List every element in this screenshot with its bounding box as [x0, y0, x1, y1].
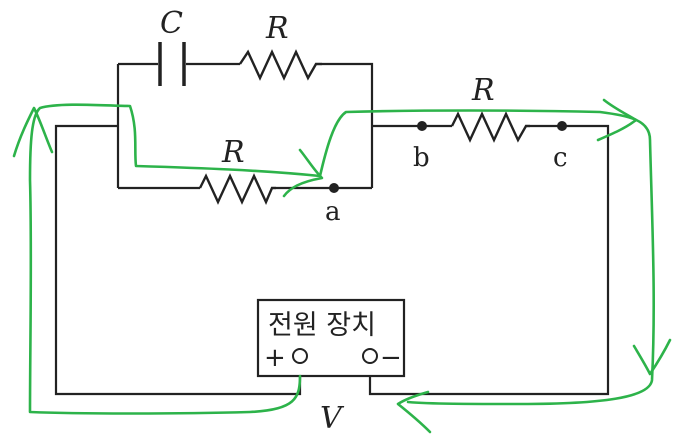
power-supply-plus: + [264, 343, 286, 373]
node-a-label: a [325, 197, 341, 227]
node-c-label: c [553, 143, 568, 173]
power-supply-title: 전원 장치 [268, 310, 376, 341]
arrowhead-middle [282, 148, 324, 198]
arrowhead-right-down [632, 338, 672, 376]
resistor-bottom-label: R [221, 135, 245, 170]
resistor-bottom [198, 173, 276, 205]
node-a-dot [329, 183, 339, 193]
node-b-dot [417, 121, 427, 131]
handdrawn-current-path [12, 98, 672, 434]
positive-terminal [292, 348, 308, 364]
current-path-stroke [28, 103, 656, 415]
arrowhead-top-right [596, 98, 638, 142]
resistor-right [450, 111, 530, 143]
power-supply: 전원 장치 + − [256, 298, 406, 378]
resistor-right-label: R [471, 73, 495, 108]
resistor-top [239, 49, 322, 81]
arrowhead-left-up [12, 106, 54, 158]
capacitor-label: C [160, 6, 183, 41]
node-b-label: b [413, 143, 430, 173]
negative-terminal [362, 348, 378, 364]
resistor-top-label: R [265, 11, 289, 46]
capacitor-c [158, 42, 186, 86]
voltage-label: V [320, 401, 345, 436]
power-supply-minus: − [380, 343, 402, 373]
node-c-dot [557, 121, 567, 131]
arrowhead-bottom-left [396, 390, 432, 434]
